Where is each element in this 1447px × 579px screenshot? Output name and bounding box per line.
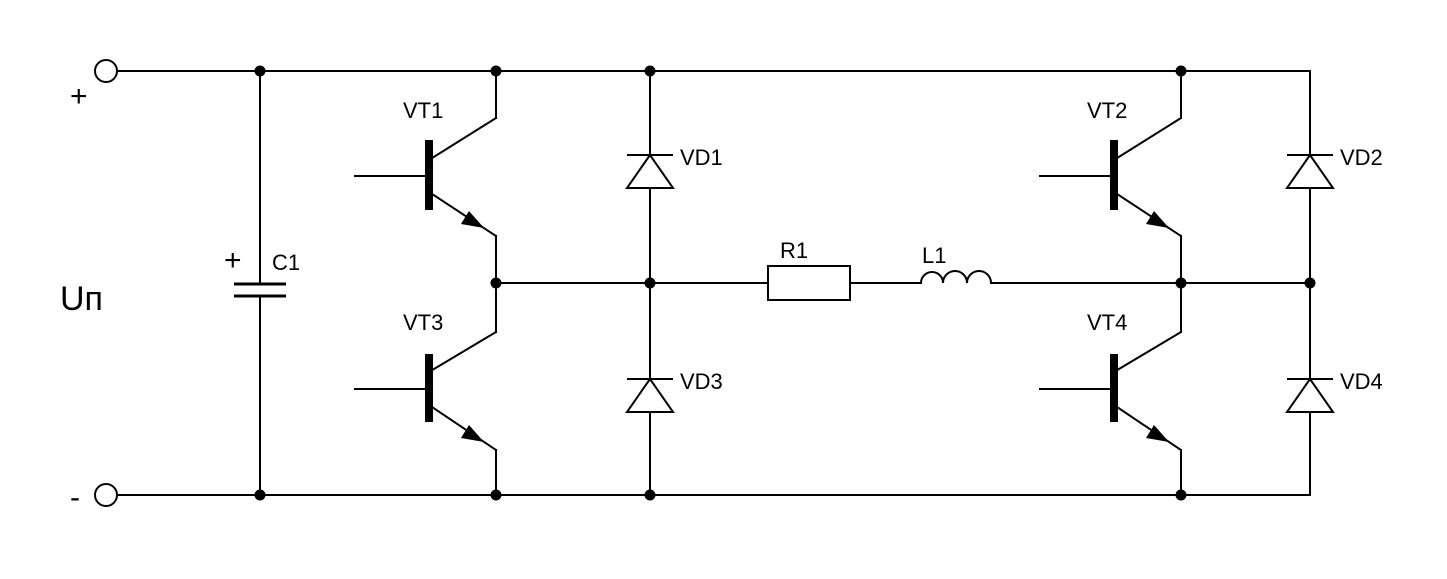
junction-node — [490, 277, 502, 289]
transistor-vt1 — [354, 70, 498, 284]
junction-node — [254, 489, 266, 501]
diode-vd2 — [1285, 70, 1335, 284]
junction-node — [1175, 65, 1187, 77]
junction-node — [1175, 277, 1187, 289]
diode-vd4-label: VD4 — [1340, 369, 1383, 394]
transistor-vt3-label: VT3 — [403, 310, 443, 335]
diode-vd1-label: VD1 — [680, 145, 723, 170]
transistor-vt4 — [1039, 282, 1183, 496]
junction-node — [254, 65, 266, 77]
inductor-l1-label: L1 — [922, 243, 946, 268]
capacitor-c1-label: C1 — [272, 250, 300, 275]
supply-voltage-label: Uп — [60, 280, 103, 318]
junction-node — [1304, 277, 1316, 289]
junction-node — [1175, 489, 1187, 501]
capacitor-polarity-label: + — [224, 244, 242, 277]
resistor-r1 — [767, 265, 851, 301]
junction-node — [490, 65, 502, 77]
diode-vd3-label: VD3 — [680, 369, 723, 394]
junction-nodes — [254, 65, 1316, 501]
diode-vd4 — [1285, 282, 1335, 496]
junction-node — [644, 65, 656, 77]
inductor-l1 — [920, 270, 992, 284]
capacitor-c1 — [234, 70, 286, 496]
minus-terminal-label: - — [70, 481, 80, 514]
junction-node — [644, 277, 656, 289]
transistor-vt1-label: VT1 — [403, 98, 443, 123]
junction-node — [644, 489, 656, 501]
diode-vd1 — [625, 70, 675, 284]
transistor-vt3 — [354, 282, 498, 496]
positive-terminal — [94, 59, 118, 83]
diode-vd3 — [625, 282, 675, 496]
transistor-vt2-label: VT2 — [1087, 98, 1127, 123]
resistor-r1-label: R1 — [780, 238, 808, 263]
transistor-vt2 — [1039, 70, 1183, 284]
transistor-vt4-label: VT4 — [1087, 310, 1127, 335]
plus-terminal-label: + — [70, 80, 88, 113]
junction-node — [490, 489, 502, 501]
negative-terminal — [94, 483, 118, 507]
diode-vd2-label: VD2 — [1340, 145, 1383, 170]
